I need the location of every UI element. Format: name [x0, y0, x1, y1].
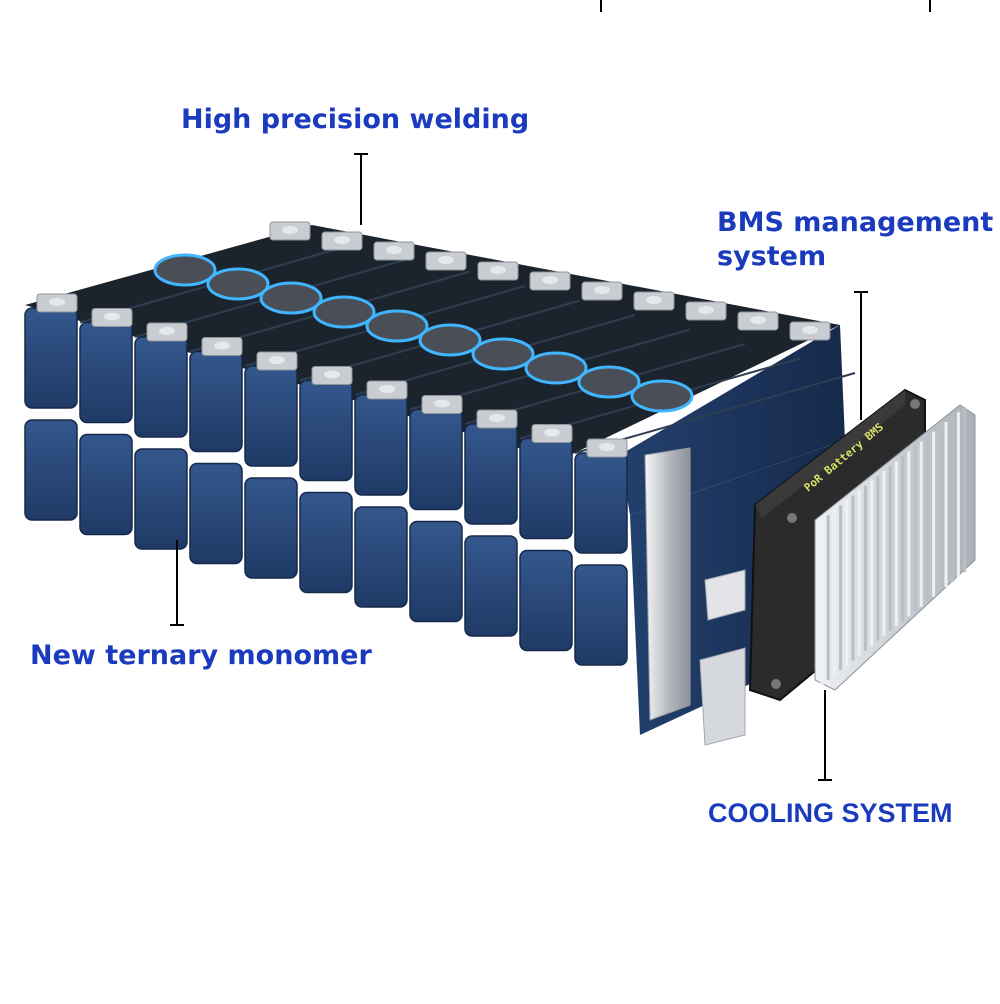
label-bms-line-1: BMS management — [717, 207, 994, 238]
upper-cell-row — [24, 307, 628, 554]
bms-board-edge — [755, 390, 905, 518]
terminal-bolt — [159, 327, 175, 335]
lower-cell — [134, 448, 188, 550]
cell-terminals — [36, 221, 831, 458]
label-high-precision-welding: High precision welding — [181, 104, 530, 135]
bms-screw — [771, 679, 781, 689]
upper-cell — [519, 437, 573, 540]
upper-cell — [79, 321, 133, 424]
leader-cooling — [818, 690, 832, 781]
lower-cell — [354, 506, 408, 608]
terminal-bolt — [544, 428, 560, 437]
label-bms-management-system: BMS management system — [717, 206, 993, 274]
cell-vent — [471, 337, 535, 371]
upper-cell — [574, 452, 628, 554]
end-plate — [644, 447, 691, 721]
lower-cell — [189, 462, 243, 565]
lower-cell — [299, 491, 353, 594]
lower-cell — [244, 477, 298, 579]
connector-tab-lower — [699, 647, 746, 746]
lower-cell — [24, 419, 78, 521]
top-edge-marks — [600, 0, 931, 12]
terminal-bolt — [386, 246, 402, 254]
terminal-bolt — [104, 312, 120, 321]
upper-cell — [354, 394, 408, 496]
terminal-bolt — [698, 306, 714, 314]
cell-vent — [206, 267, 270, 301]
cell-vent — [418, 323, 482, 357]
upper-cell — [244, 365, 298, 467]
terminal-bolt — [542, 276, 558, 284]
terminal-bolt — [750, 316, 766, 324]
terminal-bolt — [379, 385, 395, 393]
cell-vent — [153, 253, 217, 287]
lower-cell-row — [24, 419, 628, 666]
label-cooling-system: COOLING SYSTEM — [708, 798, 953, 828]
terminal-bolt — [438, 256, 454, 264]
upper-cell — [409, 408, 463, 511]
terminal-bolt — [434, 399, 450, 408]
upper-cell — [24, 307, 78, 409]
upper-cell — [189, 350, 243, 453]
terminal-bolt — [599, 443, 615, 451]
terminal-bolt — [282, 226, 298, 234]
terminal-bolt — [334, 236, 350, 244]
lower-cell — [574, 564, 628, 666]
leader-monomer — [170, 540, 184, 626]
terminal-bolt — [594, 286, 610, 294]
cell-vent — [259, 281, 323, 315]
bms-screw — [910, 399, 920, 409]
upper-cell — [134, 336, 188, 438]
terminal-bolt — [802, 326, 818, 334]
lower-cell — [79, 433, 133, 536]
bms-screw — [787, 513, 797, 523]
terminal-bolt — [324, 370, 340, 379]
connector-tab-upper — [704, 569, 746, 621]
leader-welding — [354, 153, 368, 225]
terminal-bolt — [489, 414, 505, 422]
terminal-bolt — [490, 266, 506, 274]
terminal-bolt — [214, 341, 230, 350]
cell-vent — [365, 309, 429, 343]
terminal-bolt — [646, 296, 662, 304]
upper-cell — [464, 423, 518, 525]
cell-vent — [524, 351, 588, 385]
cell-vents — [153, 253, 694, 413]
leader-bms — [854, 291, 868, 420]
lower-cell — [519, 549, 573, 652]
lower-cell — [409, 520, 463, 623]
upper-cell — [299, 379, 353, 482]
terminal-bolt — [49, 298, 65, 306]
cell-vent — [312, 295, 376, 329]
lower-cell — [464, 535, 518, 637]
cell-vent — [577, 365, 641, 399]
label-bms-line-2: system — [717, 241, 827, 272]
cell-vent — [630, 379, 694, 413]
heatsink-fins — [820, 407, 967, 685]
terminal-bolt — [269, 356, 285, 364]
label-new-ternary-monomer: New ternary monomer — [30, 640, 372, 671]
